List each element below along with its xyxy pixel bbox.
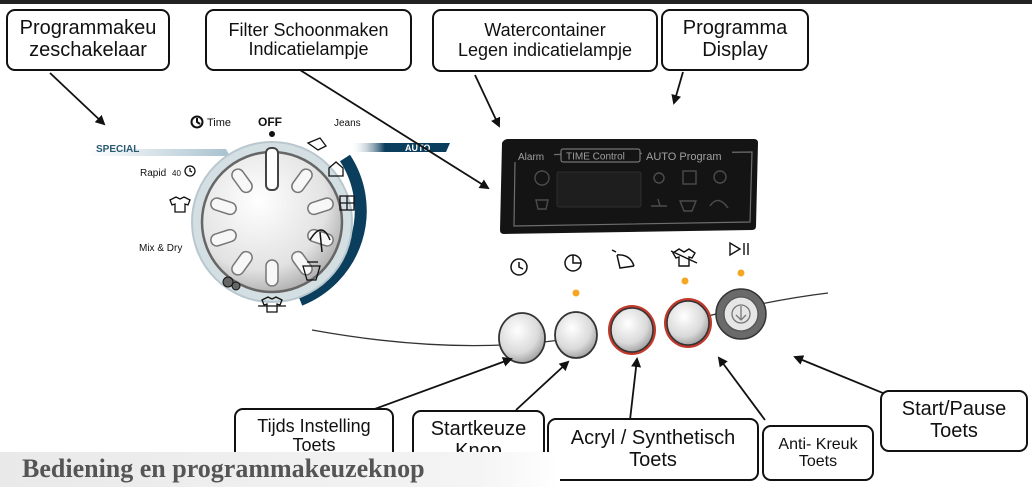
callout-display-line2: Display [702, 39, 768, 61]
auto-label: AUTO [405, 143, 430, 153]
anti-crease-button[interactable] [664, 298, 712, 348]
arrow-watercontainer [474, 74, 501, 128]
callout-acryl-button: Acryl / Synthetisch Toets [547, 418, 759, 481]
wool-icon [222, 276, 241, 291]
rapid-sub-label: 40 [172, 169, 181, 178]
arrow-filter [299, 69, 490, 190]
program-selector-dial[interactable]: SPECIAL AUTO OFF Time Jeans Rapid 40 [88, 115, 450, 313]
house-icon [328, 161, 344, 177]
callout-antikreuk-line1: Anti- Kreuk [778, 435, 858, 453]
shirt-icon [169, 196, 191, 213]
delay-indicator-lamp [572, 289, 580, 297]
callout-display-line1: Programma [682, 17, 788, 40]
callout-selector-line1: Programmakeu [19, 17, 157, 40]
callout-delay-line1: Startkeuze [430, 418, 527, 441]
shirt-iron-icon [258, 296, 286, 313]
auto-program-label: AUTO Program [646, 151, 722, 163]
callout-watercontainer-line1: Watercontainer [484, 20, 606, 41]
callout-filter-line2: Indicatielampje [248, 39, 369, 59]
auto-arc [297, 154, 367, 306]
acryl-synthetic-button[interactable] [608, 305, 656, 355]
mix-dry-label: Mix & Dry [139, 243, 182, 254]
callout-filter-lamp: Filter Schoonmaken Indicatielampje [205, 9, 412, 71]
anti-crease-shirt-icon [670, 248, 698, 267]
time-label: Time [207, 117, 231, 129]
dial-pointer [265, 147, 279, 191]
delay-start-button[interactable] [554, 311, 598, 359]
callout-filter-line1: Filter Schoonmaken [228, 19, 389, 40]
callout-startpause-line2: Toets [930, 420, 978, 442]
callout-selector-line2: zeschakelaar [29, 39, 147, 61]
delay-timer-icon [564, 254, 582, 272]
top-border [0, 0, 1032, 4]
window-icon [339, 195, 355, 211]
callout-time-line2: Toets [292, 435, 336, 455]
callout-time-line1: Tijds Instelling [257, 415, 371, 436]
time-setting-button[interactable] [498, 312, 546, 364]
program-display: Alarm TIME Control AUTO Program [500, 139, 758, 234]
callout-program-display: Programma Display [661, 9, 809, 71]
callout-acryl-line1: Acryl / Synthetisch [570, 426, 736, 449]
start-indicator-lamp [737, 269, 745, 277]
feather-icon [611, 249, 635, 269]
auto-band [350, 143, 450, 152]
arrow-delay-knob [515, 360, 570, 411]
jeans-icon [306, 137, 327, 151]
display-indicator-icons [534, 170, 729, 212]
callout-antikreuk-button: Anti- Kreuk Toets [762, 425, 874, 481]
arrow-time-button [371, 357, 513, 411]
arrow-display [671, 71, 684, 105]
start-pause-button[interactable] [715, 288, 767, 340]
digit-display [556, 171, 642, 208]
bottom-heading: Bediening en programmakeuzeknop [22, 454, 425, 483]
basket-icon [302, 261, 321, 281]
callout-acryl-line2: Toets [629, 448, 677, 471]
special-label: SPECIAL [96, 144, 139, 155]
arrow-startpause [793, 355, 896, 399]
callout-watercontainer-lamp: Watercontainer Legen indicatielampje [432, 9, 658, 72]
time-control-label: TIME Control [566, 152, 625, 163]
bottom-heading-strip: Bediening en programmakeuzeknop [0, 452, 560, 487]
off-label: OFF [258, 115, 282, 129]
callout-antikreuk-line2: Toets [798, 453, 838, 470]
time-clock-icon [190, 115, 204, 129]
rapid-label: Rapid [140, 168, 166, 179]
callout-watercontainer-line2: Legen indicatielampje [457, 39, 633, 60]
jeans-label: Jeans [334, 118, 361, 129]
arrow-antikreuk [717, 356, 766, 421]
alarm-label: Alarm [518, 152, 544, 163]
clock-icon [510, 258, 528, 276]
off-dot [269, 131, 275, 137]
callout-selector-switch: Programmakeu zeschakelaar [6, 9, 170, 71]
rapid-clock-icon [184, 165, 196, 177]
leaf-icon [309, 229, 331, 253]
arrow-acryl [629, 357, 642, 421]
anti-crease-indicator-lamp [681, 277, 689, 285]
callout-arrows [49, 69, 896, 421]
special-band [88, 149, 230, 156]
callout-startpause-line1: Start/Pause [901, 398, 1007, 421]
arrow-selector [49, 72, 106, 126]
play-pause-icon [729, 241, 749, 257]
callout-startpause-button: Start/Pause Toets [880, 390, 1028, 452]
